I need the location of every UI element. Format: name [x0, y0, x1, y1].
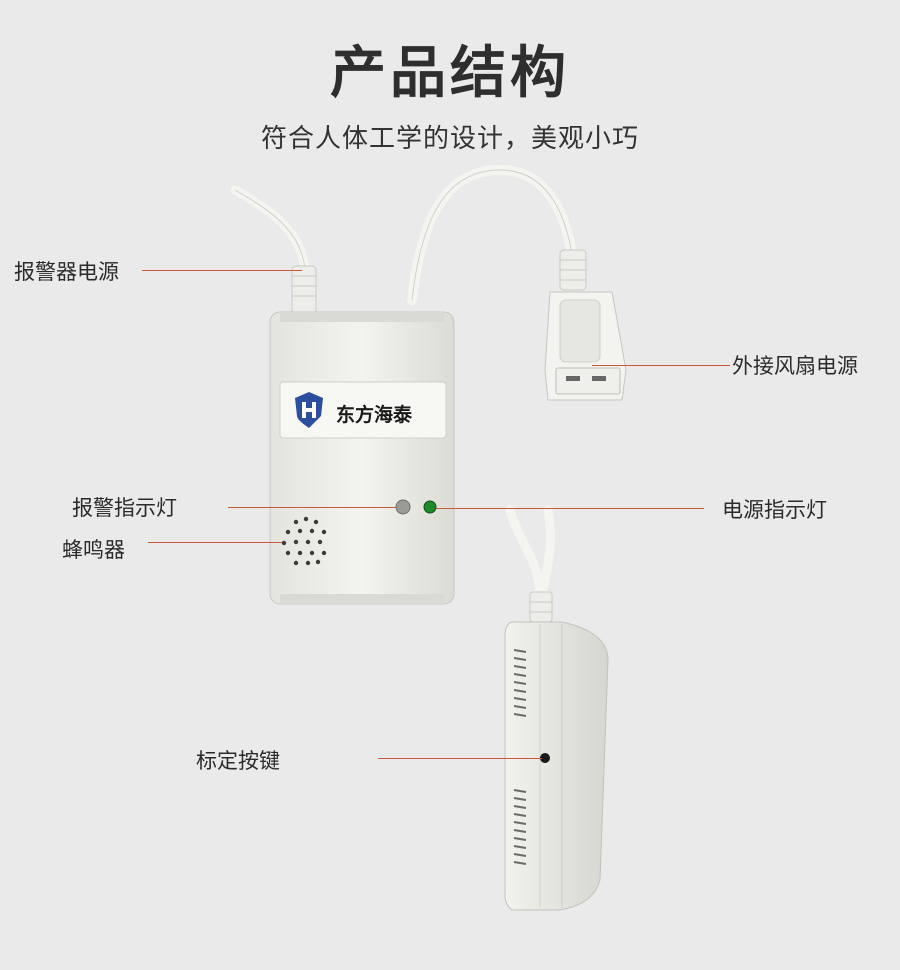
fan-power-cable — [407, 164, 577, 305]
page-subtitle: 符合人体工学的设计，美观小巧 — [260, 124, 639, 154]
sensor-strain-relief — [529, 591, 553, 623]
callout-buzzer: 蜂鸣器 — [62, 538, 125, 562]
leader-buzzer — [148, 542, 282, 543]
callout-power-indicator: 电源指示灯 — [722, 498, 827, 522]
leader-alarm-power — [142, 270, 302, 271]
page-title: 产品结构 — [330, 41, 570, 106]
leader-fan-power — [592, 365, 730, 366]
callout-alarm-power: 报警器电源 — [14, 260, 119, 284]
callout-alarm-indicator: 报警指示灯 — [72, 496, 177, 520]
sensor-vent-upper — [513, 649, 527, 717]
sensor-vent-lower — [513, 789, 527, 865]
buzzer-grille — [281, 516, 327, 566]
alarm-body — [269, 311, 455, 605]
sensor-body — [504, 621, 609, 911]
leader-alarm-indicator — [228, 507, 396, 508]
leader-calibration-button — [378, 758, 542, 759]
power-indicator-led — [423, 500, 437, 514]
calibration-button-hole — [540, 753, 550, 763]
brand-logo-icon — [295, 392, 323, 428]
callout-fan-power: 外接风扇电源 — [732, 354, 858, 378]
leader-power-indicator — [436, 508, 704, 509]
brand-name: 东方海泰 — [336, 404, 413, 426]
callout-calibration-button: 标定按键 — [196, 749, 280, 773]
fan-power-strain-relief — [559, 249, 587, 291]
sensor-cable — [505, 505, 545, 605]
alarm-indicator-led — [395, 499, 411, 515]
alarm-power-cable — [230, 185, 310, 273]
alarm-power-strain-relief — [291, 265, 317, 315]
fan-power-socket — [544, 291, 627, 401]
